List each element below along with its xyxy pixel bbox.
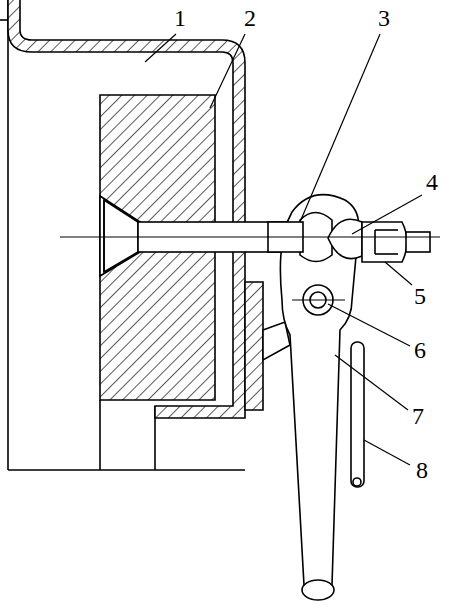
- leader-line: [385, 262, 412, 285]
- callout-number: 6: [413, 338, 427, 362]
- leader-line: [145, 34, 176, 62]
- frame-line: [7, 0, 9, 470]
- housing: [8, 0, 245, 418]
- center-line: [292, 300, 345, 301]
- lock-rod: [351, 342, 364, 487]
- castle-nut: [362, 222, 407, 262]
- callout-number: 5: [413, 284, 427, 308]
- leader-line: [328, 304, 410, 346]
- nut-slot: [375, 229, 398, 231]
- leader-line: [364, 440, 410, 465]
- nut-slot: [374, 230, 376, 254]
- callout-number: 2: [243, 6, 257, 30]
- callout-number: 1: [173, 6, 187, 30]
- bolt-end: [406, 232, 430, 252]
- countersink-hole: [100, 196, 140, 276]
- rivet-head: [104, 200, 138, 272]
- center-line: [60, 237, 440, 238]
- spherical-washer: [328, 219, 362, 258]
- callout-number: 4: [425, 170, 439, 194]
- rivet-head-edge: [103, 200, 105, 272]
- callout-number: 3: [377, 6, 391, 30]
- callout-number: 7: [411, 404, 425, 428]
- leader-line: [300, 34, 380, 222]
- rod-pin: [353, 478, 361, 486]
- leader-line: [352, 195, 422, 234]
- frame-line: [8, 469, 245, 471]
- leader-line: [210, 34, 245, 108]
- nut-slot: [375, 253, 398, 255]
- leader-line: [335, 355, 408, 410]
- callout-number: 8: [415, 458, 429, 482]
- frame-line: [99, 400, 101, 470]
- support-plate: [245, 282, 263, 410]
- lever-handle: [302, 580, 334, 600]
